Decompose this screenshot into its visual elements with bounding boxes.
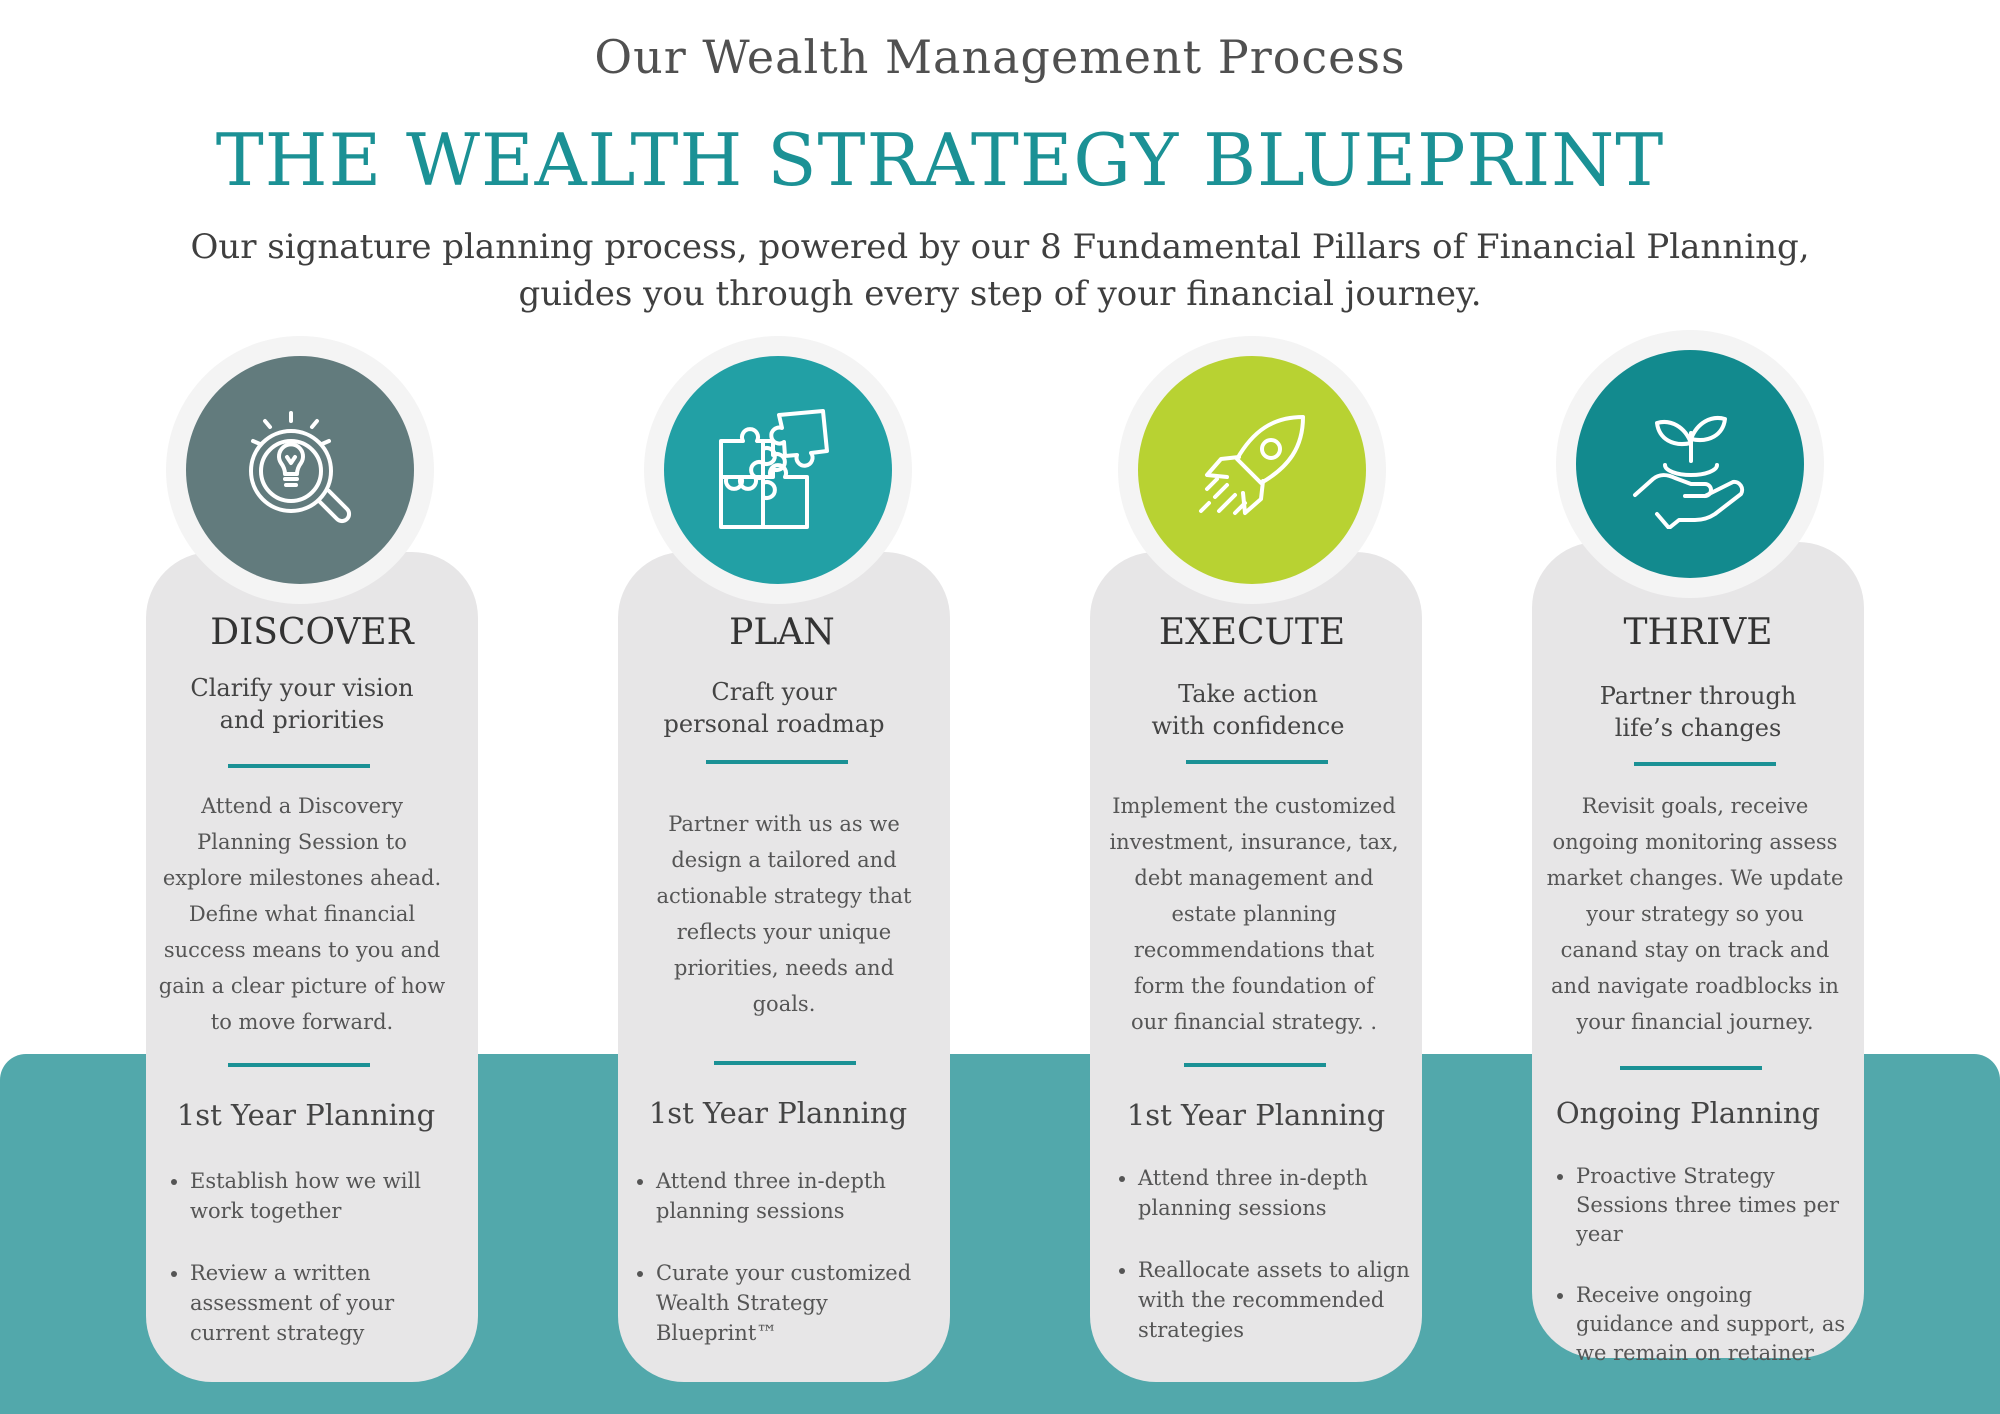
stage-card-execute — [1090, 552, 1422, 1382]
description-line: Implement the customized — [1112, 794, 1396, 818]
description-line: ongoing monitoring assess — [1552, 830, 1838, 854]
stage-icon-circle-discover — [186, 356, 414, 584]
description-line: Planning Session to — [197, 830, 407, 854]
tagline-line: Craft your — [711, 678, 837, 706]
stage-card-plan — [618, 552, 950, 1382]
tagline-line: life’s changes — [1614, 714, 1782, 742]
description-line: Partner with us as we — [668, 812, 900, 836]
stage-card-discover — [146, 552, 478, 1382]
description-line: Revisit goals, receive — [1581, 794, 1809, 818]
page-supertitle: Our Wealth Management Process — [594, 30, 1406, 84]
stage-plan-title-thrive: Ongoing Planning — [1555, 1096, 1821, 1130]
description-line: investment, insurance, tax, — [1109, 830, 1399, 854]
stage-tagline-plan: Craft your personal roadmap — [608, 676, 940, 740]
intro-line-2: guides you through every step of your fi… — [518, 274, 1482, 314]
divider — [228, 764, 370, 768]
description-line: canand stay on track and — [1560, 938, 1830, 962]
page-title: THE WEALTH STRATEGY BLUEPRINT — [215, 118, 1665, 202]
stage-plan-title-execute: 1st Year Planning — [1126, 1098, 1386, 1132]
description-line: actionable strategy that — [656, 884, 912, 908]
description-line: design a tailored and — [671, 848, 897, 872]
stage-tagline-thrive: Partner through life’s changes — [1532, 680, 1864, 744]
stage-icon-circle-plan — [664, 356, 892, 584]
description-line: to move forward. — [210, 1010, 394, 1034]
divider — [706, 760, 848, 764]
description-line: recommendations that — [1133, 938, 1375, 962]
description-line: estate planning — [1171, 902, 1337, 926]
divider — [1184, 1063, 1326, 1067]
stage-description-discover: Attend a Discovery Planning Session to e… — [154, 788, 450, 1040]
description-line: market changes. We update — [1546, 866, 1844, 890]
stage-description-plan: Partner with us as we design a tailored … — [636, 806, 932, 1022]
description-line: Define what financial — [188, 902, 416, 926]
hand-plant-icon — [1633, 416, 1745, 529]
description-line: debt management and — [1134, 866, 1374, 890]
puzzle-icon — [719, 409, 829, 529]
stage-icon-circle-execute — [1138, 356, 1366, 584]
stage-tagline-execute: Take action with confidence — [1082, 678, 1414, 742]
tagline-line: with confidence — [1151, 712, 1345, 740]
intro-line-1: Our signature planning process, powered … — [190, 227, 1810, 267]
stage-plan-title-discover: 1st Year Planning — [176, 1098, 436, 1132]
tagline-line: and priorities — [219, 706, 385, 734]
divider — [1186, 760, 1328, 764]
description-line: your strategy so you — [1586, 902, 1804, 926]
divider — [1620, 1066, 1762, 1070]
intro-text: Our signature planning process, powered … — [180, 224, 1820, 318]
description-line: priorities, needs and — [673, 956, 895, 980]
stage-plan-title-plan: 1st Year Planning — [648, 1096, 908, 1130]
stage-title-plan: PLAN — [729, 612, 835, 653]
description-line: form the foundation of — [1134, 974, 1374, 998]
description-line: explore milestones ahead. — [162, 866, 442, 890]
rocket-icon — [1199, 415, 1305, 515]
description-line: reflects your unique — [676, 920, 892, 944]
stage-tagline-discover: Clarify your vision and priorities — [136, 672, 468, 736]
stage-title-discover: DISCOVER — [210, 612, 414, 653]
divider — [228, 1063, 370, 1067]
description-line: goals. — [752, 992, 816, 1016]
description-line: gain a clear picture of how — [158, 974, 446, 998]
stage-description-execute: Implement the customized investment, ins… — [1106, 788, 1402, 1040]
description-line: success means to you and — [163, 938, 441, 962]
divider — [714, 1061, 856, 1065]
tagline-line: Take action — [1178, 680, 1318, 708]
stage-title-execute: EXECUTE — [1158, 612, 1346, 653]
stage-card-thrive — [1532, 542, 1864, 1358]
description-line: Attend a Discovery — [201, 794, 403, 818]
stage-title-thrive: THRIVE — [1623, 612, 1773, 653]
description-line: our financial strategy. . — [1130, 1010, 1378, 1034]
tagline-line: personal roadmap — [663, 710, 885, 738]
lightbulb-magnifier-icon — [249, 411, 352, 524]
stage-icon-circle-thrive — [1576, 350, 1804, 578]
description-line: and navigate roadblocks in — [1551, 974, 1839, 998]
description-line: your financial journey. — [1576, 1010, 1814, 1034]
tagline-line: Partner through — [1599, 682, 1797, 710]
stage-description-thrive: Revisit goals, receive ongoing monitorin… — [1546, 788, 1844, 1040]
tagline-line: Clarify your vision — [190, 674, 414, 702]
divider — [1634, 762, 1776, 766]
